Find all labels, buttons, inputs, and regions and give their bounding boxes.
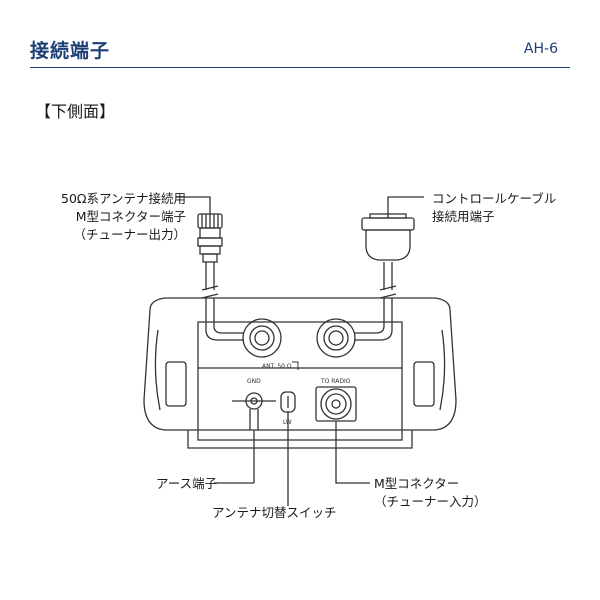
callout-ground: アース端子 [156,476,218,491]
upper-left-connector [242,318,282,358]
callout-m-connector-in: M型コネクター （チューナー入力） [374,475,487,511]
callout-ant-line1: 50Ω系アンテナ接続用 [61,191,186,206]
ant-label: ANT. 50 Ω [262,363,292,370]
device-base [187,430,413,449]
callout-control-cable: コントロールケーブル 接続用端子 [432,190,556,226]
callout-min-line1: M型コネクター [374,476,460,491]
ant-m-plug [197,213,223,263]
header-rule [30,67,570,68]
leader-m-in [335,421,370,484]
device-inner-panel [197,321,403,441]
lw-label: LW [283,419,292,426]
callout-ant-line2: M型コネクター端子 [75,209,186,224]
right-slot [413,361,435,407]
gnd-label: GND [247,378,261,385]
view-title: 【下側面】 [35,102,116,121]
leader-ant [176,196,211,214]
control-plug [361,213,415,261]
antenna-switch [280,391,296,413]
upper-right-connector [316,318,356,358]
page-title: 接続端子 [30,40,111,62]
ant-cable [201,262,244,341]
to-radio-connector [315,386,357,422]
leader-control [387,196,424,218]
control-cable [354,262,397,341]
callout-antenna-switch: アンテナ切替スイッチ [212,505,337,520]
callout-ant-connector: 50Ω系アンテナ接続用 M型コネクター端子 （チューナー出力） [61,190,186,244]
left-slot [165,361,187,407]
callout-control-line1: コントロールケーブル [432,191,557,206]
to-radio-label: TO RADIO [320,378,351,385]
callout-min-line2: （チューナー入力） [374,494,487,509]
device-housing [143,297,457,431]
model-number: AH-6 [523,41,558,57]
gnd-terminal [232,392,276,430]
callout-control-line2: 接続用端子 [432,209,495,224]
callout-ant-line3: （チューナー出力） [73,227,186,242]
